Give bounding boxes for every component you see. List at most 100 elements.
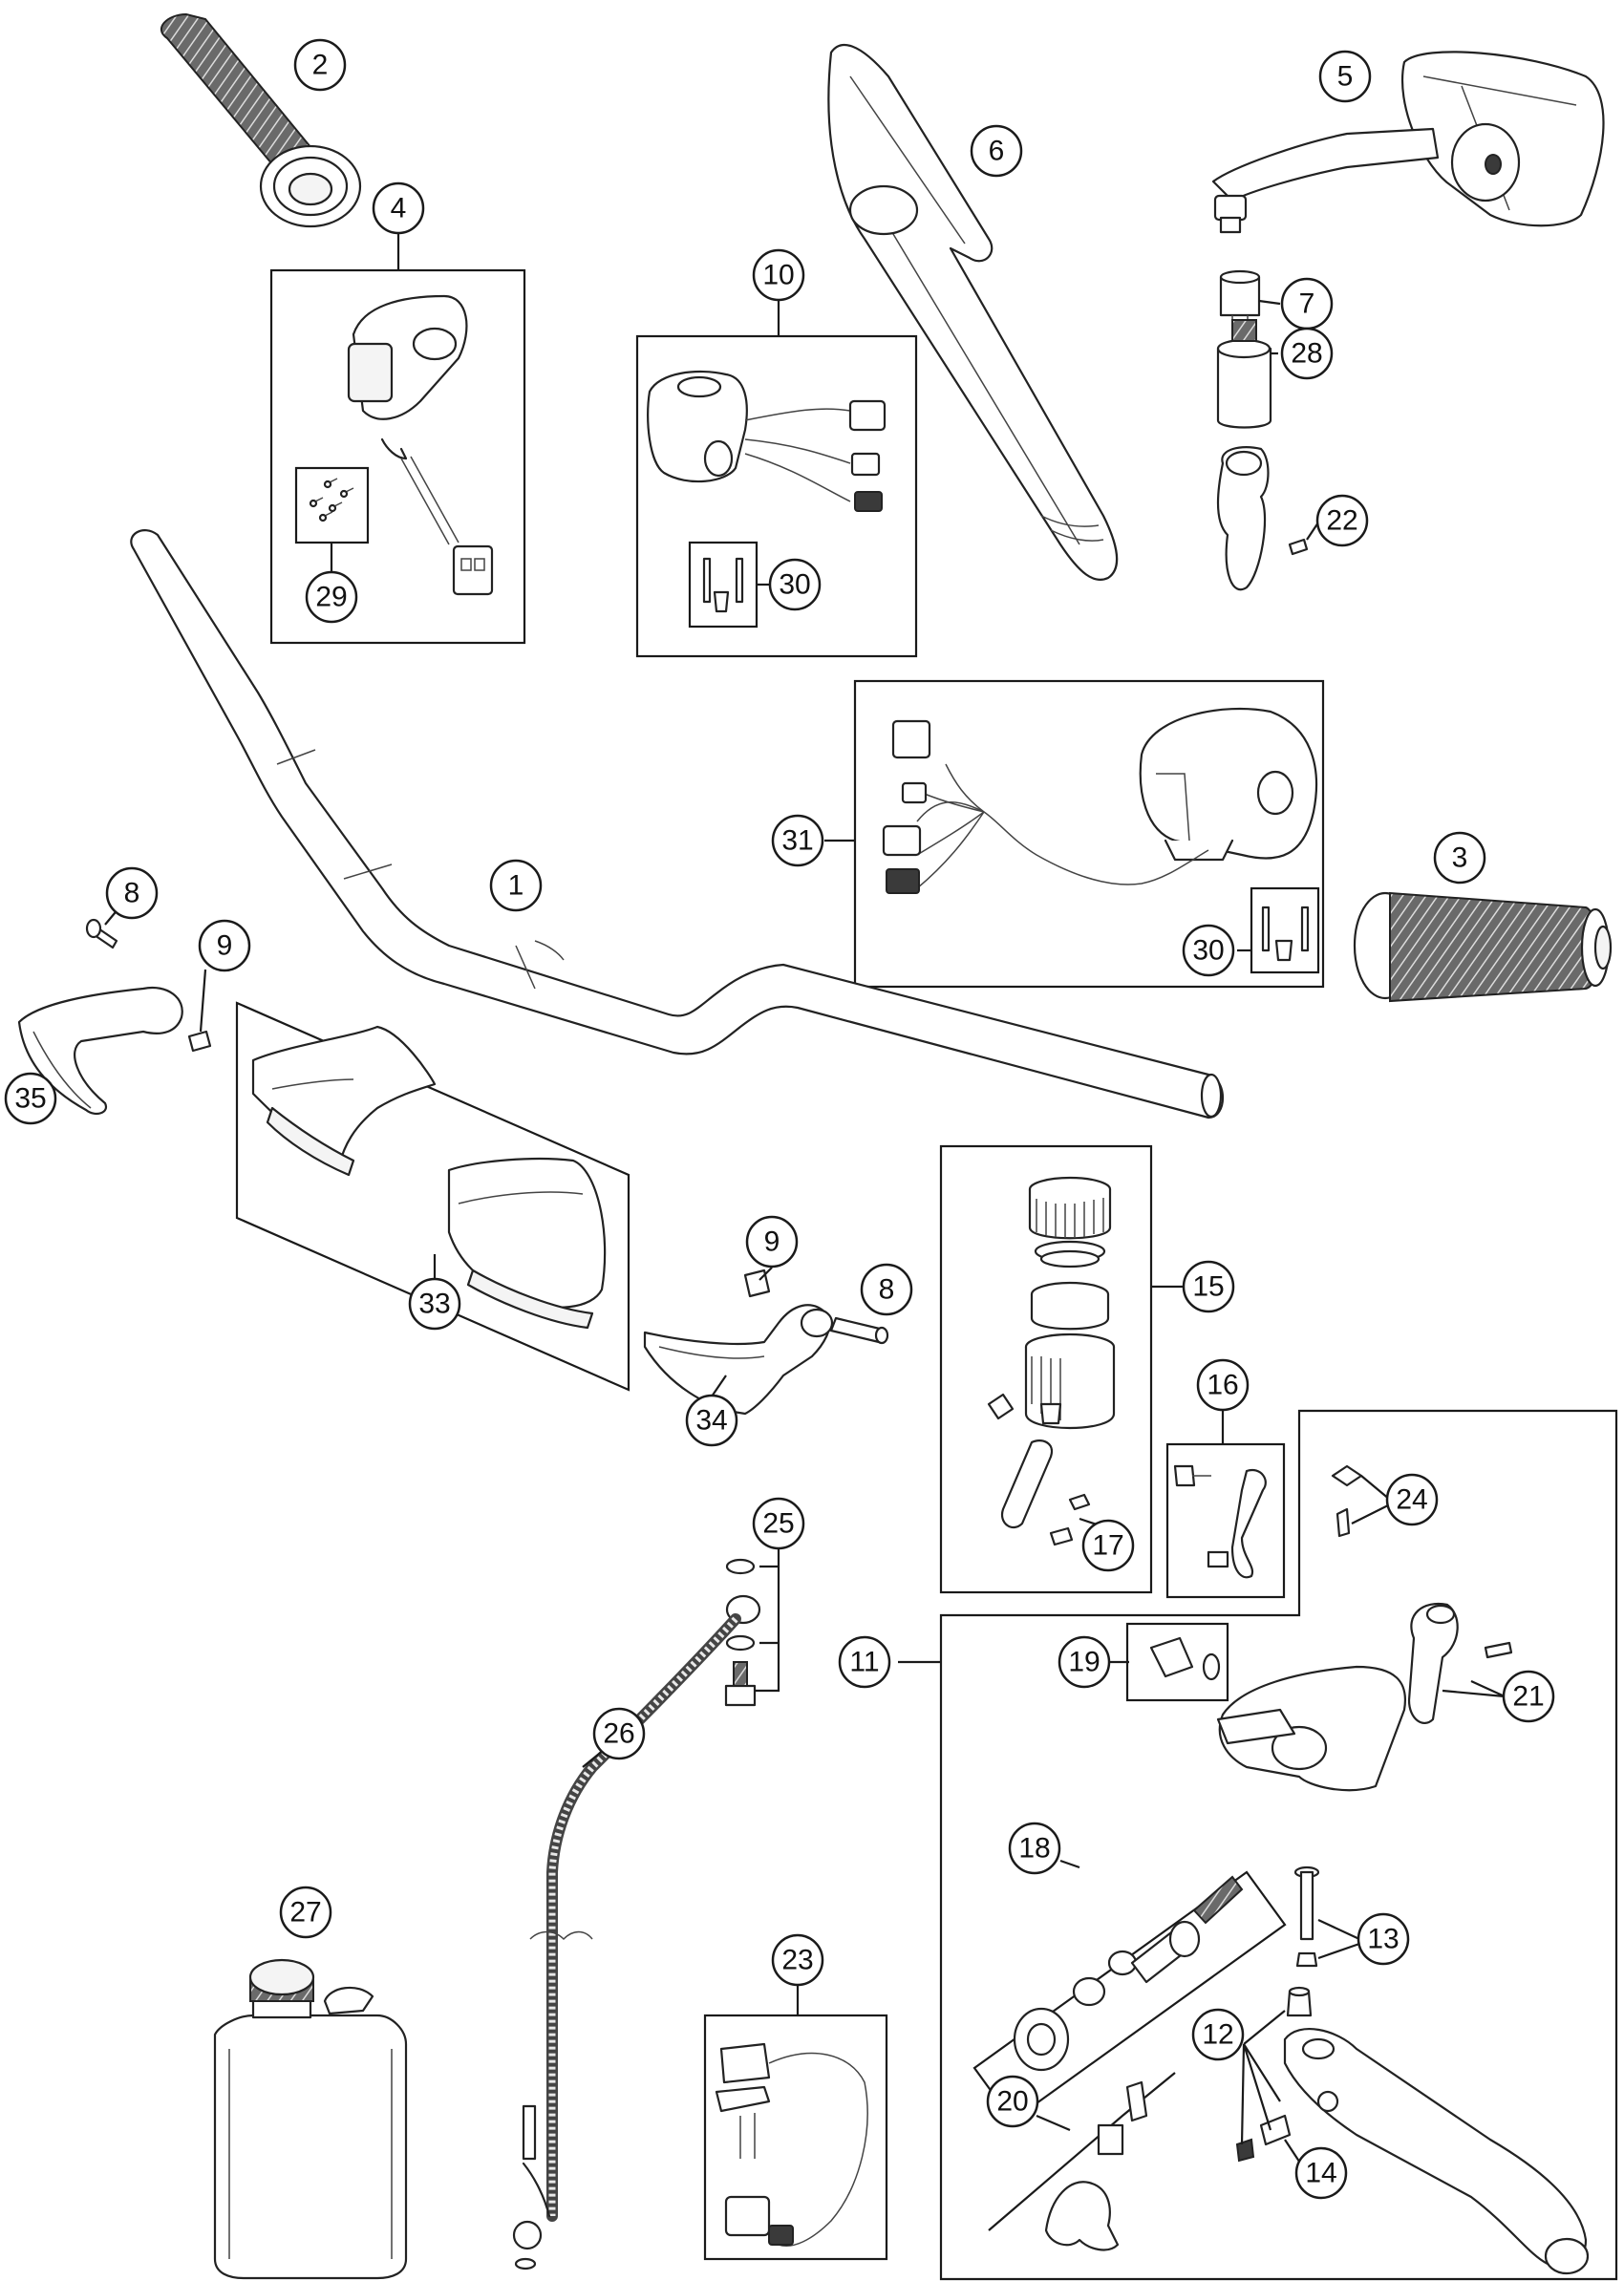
callout-29: 29 (305, 570, 358, 624)
leader-18 (1059, 1859, 1080, 1869)
clutch-lever (827, 44, 1119, 581)
box-switch-31 (853, 679, 1325, 989)
svg-text:1: 1 (508, 870, 524, 902)
callout-27: 27 (279, 1886, 332, 1939)
callout-35: 35 (4, 1072, 57, 1125)
svg-text:3: 3 (1452, 842, 1468, 874)
banjo-bolt-set (724, 1558, 757, 1707)
leader-22 (1306, 522, 1319, 541)
svg-text:28: 28 (1291, 338, 1322, 370)
brake-reservoir (987, 1176, 1116, 1546)
svg-text:31: 31 (781, 825, 813, 857)
svg-text:9: 9 (217, 930, 233, 962)
svg-text:26: 26 (603, 1718, 634, 1750)
svg-text:21: 21 (1512, 1681, 1544, 1713)
callout-23: 23 (771, 1933, 824, 1987)
brake-fluid-bottle (213, 1958, 408, 2280)
callout-3: 3 (1433, 831, 1486, 885)
box-reservoir-15 (939, 1144, 1153, 1594)
svg-text:30: 30 (1192, 935, 1224, 967)
grip-right (1353, 891, 1613, 1003)
callout-22: 22 (1315, 494, 1369, 547)
svg-text:23: 23 (781, 1945, 813, 1976)
svg-text:33: 33 (418, 1289, 450, 1320)
callout-25: 25 (752, 1497, 805, 1550)
leader-12 (1240, 2010, 1286, 2145)
brake-switch-cable (715, 2042, 868, 2247)
callout-21: 21 (1502, 1670, 1555, 1723)
callout-6: 6 (970, 124, 1023, 178)
svg-text:22: 22 (1326, 505, 1357, 537)
brake-lever (1235, 1986, 1590, 2275)
leader-26 (582, 1749, 605, 1768)
leader-lines (104, 231, 1506, 2174)
svg-text:14: 14 (1305, 2158, 1336, 2189)
callouts: 1 2 3 4 5 6 7 8 8 9 9 10 11 12 13 14 15 … (4, 38, 1555, 2200)
box-screws-30a (688, 541, 759, 629)
box-cable-23 (703, 2014, 888, 2261)
callout-19: 19 (1058, 1635, 1111, 1689)
svg-text:4: 4 (391, 193, 407, 224)
svg-text:12: 12 (1202, 2019, 1233, 2051)
svg-text:10: 10 (762, 260, 794, 291)
svg-text:24: 24 (1396, 1484, 1427, 1516)
bleed-screw-24 (1331, 1464, 1363, 1538)
switch-31 (882, 707, 1318, 894)
callout-13: 13 (1357, 1912, 1410, 1966)
box-switch-10 (635, 334, 918, 658)
leader-13 (1317, 1919, 1360, 1960)
callout-17: 17 (1081, 1519, 1135, 1572)
assembly-boxes (235, 268, 1618, 2281)
svg-text:6: 6 (989, 136, 1005, 167)
adjuster-screw-13 (1293, 1865, 1320, 1968)
callout-24: 24 (1385, 1473, 1439, 1526)
mirror (1211, 51, 1605, 234)
callout-15: 15 (1182, 1260, 1235, 1313)
callout-33: 33 (408, 1277, 461, 1331)
parts (17, 12, 1613, 2280)
switch-10 (647, 370, 887, 512)
leader-25 (755, 1547, 780, 1693)
svg-text:29: 29 (315, 582, 347, 613)
svg-text:25: 25 (762, 1508, 794, 1540)
master-cylinder (1216, 1602, 1513, 1792)
adapter-28 (1216, 319, 1272, 429)
svg-text:18: 18 (1018, 1833, 1050, 1865)
svg-text:17: 17 (1092, 1530, 1123, 1562)
callout-20: 20 (986, 2075, 1039, 2128)
svg-text:5: 5 (1337, 61, 1354, 93)
callout-14: 14 (1294, 2146, 1348, 2200)
callout-12: 12 (1191, 2008, 1245, 2061)
callout-26: 26 (592, 1707, 646, 1760)
svg-text:13: 13 (1367, 1924, 1399, 1955)
grip-left (160, 12, 362, 228)
callout-2: 2 (293, 38, 347, 92)
lever-bracket-16 (1173, 1464, 1267, 1579)
leader-24 (1351, 1475, 1391, 1524)
mirror-clamp (1216, 446, 1309, 591)
leader-9a (199, 969, 207, 1033)
callout-28: 28 (1280, 327, 1334, 380)
leader-9b (759, 1267, 773, 1281)
callout-18: 18 (1008, 1822, 1061, 1875)
box-master-cylinder-11 (939, 1409, 1618, 2281)
callout-9a: 9 (198, 919, 251, 972)
box-pivot-20 (988, 2072, 1176, 2231)
svg-text:8: 8 (879, 1274, 895, 1306)
callout-9b: 9 (745, 1215, 799, 1268)
piston-kit-18 (1013, 1875, 1244, 2072)
screw-set-29 (309, 478, 354, 522)
callout-8a: 8 (105, 866, 159, 920)
brake-hose (512, 1594, 761, 2270)
callout-1: 1 (489, 859, 543, 912)
callout-4: 4 (372, 181, 425, 235)
svg-text:19: 19 (1068, 1647, 1100, 1678)
guard-bracket-left (17, 918, 212, 1116)
box-handguards-33 (235, 1001, 630, 1392)
box-lever-16 (1165, 1442, 1286, 1599)
leader-20 (1036, 2114, 1071, 2132)
svg-text:16: 16 (1207, 1370, 1238, 1401)
svg-text:7: 7 (1299, 288, 1315, 320)
svg-text:2: 2 (312, 50, 329, 81)
